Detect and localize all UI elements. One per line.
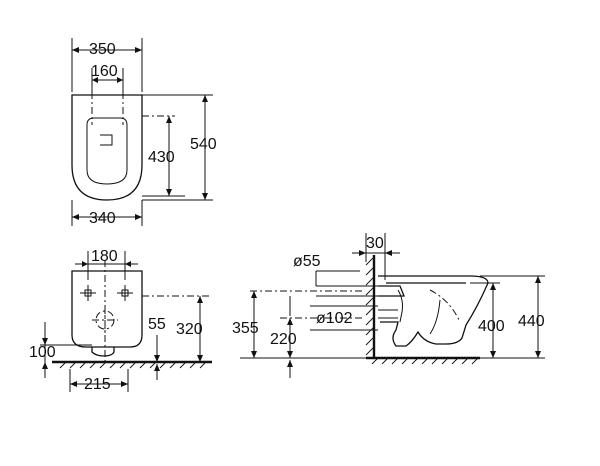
dim-dia-55: ø55 [293,253,321,270]
top-view-seat-opening [86,117,128,185]
top-view-bowl-outline [71,94,143,201]
dim-160: 160 [91,63,118,80]
dim-55: 55 [148,316,166,333]
top-view: 350 160 430 540 340 [71,38,217,227]
dim-30: 30 [366,235,384,252]
dim-440: 440 [518,313,545,330]
top-view-flush-hole [100,134,113,146]
front-view: 180 100 55 320 [29,248,212,393]
side-view: 30 ø55 ø102 355 220 400 [232,233,545,378]
dim-355: 355 [232,320,259,337]
dim-100: 100 [29,344,56,361]
front-view-floor-hatch [59,361,207,369]
dim-430: 430 [148,149,175,166]
dim-540: 540 [190,136,217,153]
dim-350: 350 [89,41,116,58]
fixing-point-marks [80,285,133,301]
dim-180: 180 [91,248,118,265]
dim-215: 215 [84,376,111,393]
dim-320: 320 [176,321,203,338]
dim-220: 220 [270,331,297,348]
dim-400: 400 [478,318,505,335]
side-view-wall-hatch [365,256,375,356]
front-view-bowl-outline [71,270,143,348]
dim-dia-102: ø102 [316,310,353,327]
dim-340: 340 [89,210,116,227]
